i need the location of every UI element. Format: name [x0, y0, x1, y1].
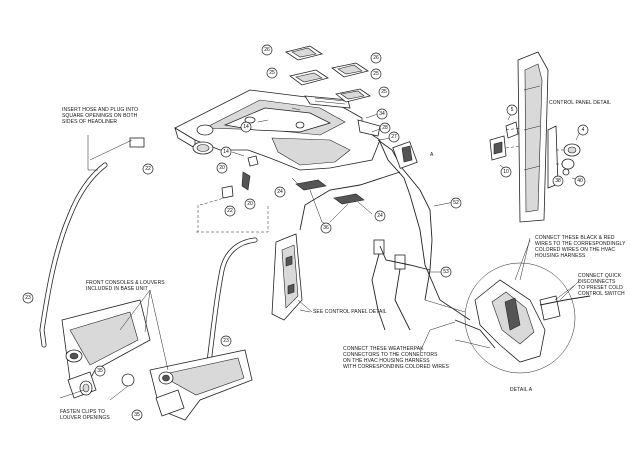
callout-20b: 20: [244, 198, 256, 210]
callout-34: 34: [376, 108, 388, 120]
svg-text:24: 24: [377, 213, 383, 219]
svg-text:53: 53: [443, 269, 449, 275]
wiring-harness: [299, 139, 471, 331]
callout-5: 5: [506, 104, 518, 116]
svg-text:26: 26: [373, 55, 379, 61]
note-control-panel-detail: CONTROL PANEL DETAIL: [549, 100, 612, 106]
svg-text:22: 22: [227, 208, 233, 214]
svg-text:10: 10: [503, 169, 509, 175]
note-leaders: [144, 107, 581, 353]
svg-text:25: 25: [269, 70, 275, 76]
svg-text:20: 20: [247, 201, 253, 207]
svg-text:20: 20: [219, 165, 225, 171]
callout-24b: 24: [374, 210, 386, 222]
note-see-control-panel: SEE CONTROL PANEL DETAIL: [313, 309, 387, 315]
svg-text:24: 24: [277, 189, 283, 195]
svg-text:38: 38: [555, 178, 561, 184]
callout-53: 53: [440, 266, 452, 278]
note-connect-quick: CONNECT QUICK DISCONNECTS TO PRESET COLD…: [578, 273, 625, 297]
note-detail-a: DETAIL A: [510, 387, 533, 393]
filter-pads: [285, 45, 371, 103]
callout-23a: 23: [22, 292, 34, 304]
svg-text:35: 35: [134, 412, 140, 418]
svg-text:40: 40: [577, 178, 583, 184]
foam-pads: [295, 179, 365, 225]
front-console-right: [121, 349, 253, 421]
front-console-left: [61, 299, 151, 399]
callout-25b: 25: [378, 86, 390, 98]
callout-24a: 24: [274, 186, 286, 198]
callout-28: 28: [379, 122, 391, 134]
svg-text:22: 22: [145, 166, 151, 172]
svg-text:52: 52: [453, 200, 459, 206]
detail-a-marker: A: [430, 152, 434, 158]
svg-text:14: 14: [243, 124, 249, 130]
svg-text:5: 5: [511, 107, 514, 113]
note-fasten-clips: FASTEN CLIPS TO LOUVER OPENINGS: [60, 409, 110, 421]
clip-leader: [59, 385, 129, 401]
svg-text:23: 23: [223, 338, 229, 344]
callout-36: 36: [320, 222, 332, 234]
hose-left: [39, 135, 145, 348]
svg-text:27: 27: [391, 134, 397, 140]
hose-center: [202, 237, 258, 398]
control-panel-detail-figure: [489, 51, 581, 223]
callout-27: 27: [388, 131, 400, 143]
callout-10: 10: [500, 166, 512, 178]
callout-25c: 25: [370, 68, 382, 80]
callout-22a: 22: [142, 163, 154, 175]
callout-52: 52: [450, 197, 462, 209]
svg-text:23: 23: [25, 295, 31, 301]
callout-4: 4: [577, 124, 589, 136]
note-connect-black-red: CONNECT THESE BLACK & RED WIRES TO THE C…: [535, 235, 626, 259]
svg-text:26: 26: [264, 47, 270, 53]
callout-40: 40: [574, 175, 586, 187]
note-connect-weatherpak: CONNECT THESE WEATHERPAK CONNECTORS TO T…: [343, 346, 449, 370]
small-parts: [196, 155, 269, 233]
svg-text:25: 25: [373, 71, 379, 77]
callout-35b: 35: [131, 409, 143, 421]
hose-plug: [129, 137, 145, 148]
note-front-consoles: FRONT CONSOLES & LOUVERS INCLUDED IN BAS…: [86, 280, 165, 292]
svg-text:35: 35: [97, 368, 103, 374]
callout-26b: 26: [370, 52, 382, 64]
svg-text:28: 28: [382, 125, 388, 131]
svg-text:4: 4: [582, 127, 585, 133]
detail-a-figure: [424, 239, 591, 374]
callout-23b: 23: [220, 335, 232, 347]
console-leader: [119, 289, 169, 371]
note-insert-hose: INSERT HOSE AND PLUG INTO SQUARE OPENING…: [62, 107, 139, 125]
callout-20a: 20: [216, 162, 228, 174]
svg-text:14: 14: [223, 149, 229, 155]
callout-14a: 14: [240, 121, 252, 133]
callout-25a: 25: [266, 67, 278, 79]
control-panel-strip: [271, 233, 311, 321]
svg-text:25: 25: [381, 89, 387, 95]
callout-26a: 26: [261, 44, 273, 56]
callout-38: 38: [552, 175, 564, 187]
svg-text:34: 34: [379, 111, 385, 117]
callout-22b: 22: [224, 205, 236, 217]
callout-35a: 35: [94, 365, 106, 377]
callout-14b: 14: [220, 146, 232, 158]
svg-text:36: 36: [323, 225, 329, 231]
headliner-housing: [174, 89, 381, 171]
